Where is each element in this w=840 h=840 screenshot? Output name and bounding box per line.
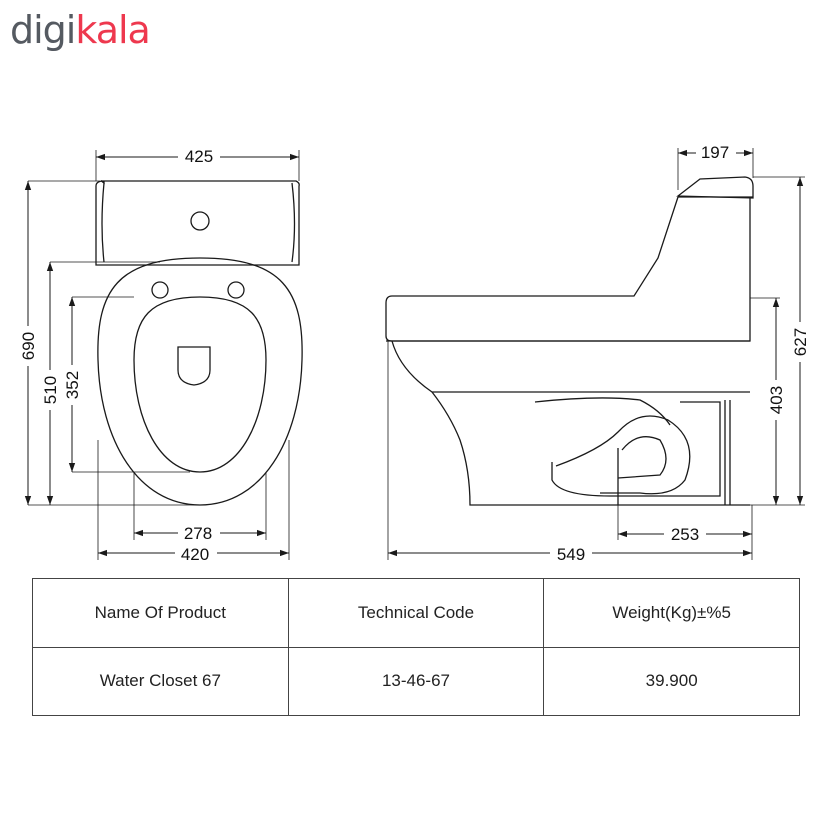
front-bowl-outer xyxy=(97,257,303,506)
logo-part-red: kala xyxy=(75,8,150,52)
side-view: 197 627 403 253 549 xyxy=(385,143,810,564)
cell-product-name: Water Closet 67 xyxy=(32,646,289,716)
dim-front-bowl-height: 510 xyxy=(41,376,60,404)
dim-front-seat-height: 352 xyxy=(63,371,82,399)
side-base-inner xyxy=(551,401,721,497)
dim-front-base-width: 420 xyxy=(181,545,209,564)
side-outlet-loop xyxy=(555,415,691,495)
dim-side-height: 627 xyxy=(791,328,810,356)
brand-logo: digikala xyxy=(10,8,151,52)
front-seat xyxy=(133,296,267,473)
side-outlet-inner xyxy=(617,436,667,479)
front-tank xyxy=(95,180,300,266)
front-tank-inner-right xyxy=(291,182,296,263)
side-trapway xyxy=(431,391,750,506)
dim-side-tank-depth: 197 xyxy=(701,143,729,162)
logo-part-gray: digi xyxy=(10,8,76,52)
cell-technical-code: 13-46-67 xyxy=(287,646,545,716)
header-product-name: Name Of Product xyxy=(32,578,289,648)
dim-side-length: 549 xyxy=(557,545,585,564)
dim-side-outlet-height: 403 xyxy=(767,386,786,414)
dim-front-height: 690 xyxy=(19,332,38,360)
flush-button-hole xyxy=(190,211,210,231)
side-tank-lid xyxy=(676,176,754,199)
hinge-left xyxy=(151,281,169,299)
dim-front-seat-width: 278 xyxy=(184,524,212,543)
table-row: Water Closet 67 13-46-67 39.900 xyxy=(32,646,800,716)
side-body xyxy=(385,196,751,342)
dim-front-width: 425 xyxy=(185,147,213,166)
side-bowl-rim xyxy=(391,340,750,393)
side-bowl-curve xyxy=(534,397,671,426)
header-technical-code: Technical Code xyxy=(287,578,545,648)
spec-table: Name Of Product Technical Code Weight(Kg… xyxy=(32,578,800,716)
seat-shield xyxy=(177,346,211,386)
dim-side-outlet-depth: 253 xyxy=(671,525,699,544)
front-view: 425 690 510 352 278 420 xyxy=(19,145,303,564)
table-header-row: Name Of Product Technical Code Weight(Kg… xyxy=(32,578,800,648)
cell-weight: 39.900 xyxy=(543,646,800,716)
header-weight: Weight(Kg)±%5 xyxy=(543,578,800,648)
hinge-right xyxy=(227,281,245,299)
front-tank-inner-left xyxy=(101,182,105,263)
